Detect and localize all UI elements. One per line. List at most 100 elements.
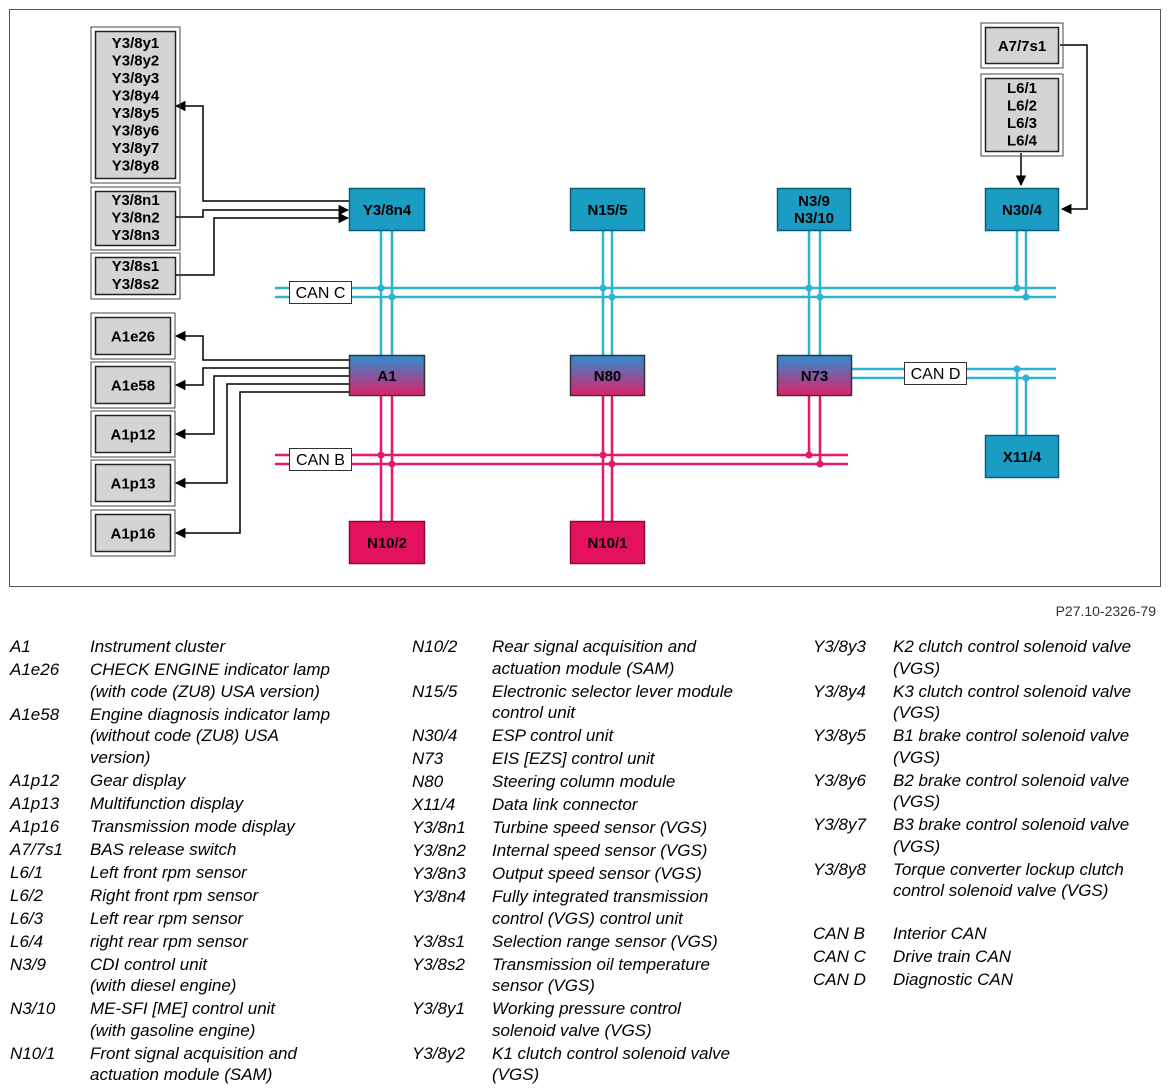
- n101-node: N10/1: [569, 520, 646, 565]
- legend-code: Y3/8n2: [412, 841, 466, 860]
- legend-description: Steering column module: [492, 772, 676, 791]
- legend-code: N10/1: [10, 1043, 56, 1063]
- legend-description: Right front rpm sensor: [90, 885, 259, 905]
- y38y-label: Y3/8y4: [112, 88, 160, 105]
- legend-code: N3/10: [10, 999, 56, 1018]
- n39-label: N3/9: [798, 193, 830, 210]
- legend-code: N15/5: [412, 681, 458, 701]
- a1p16-box: A1p16: [90, 509, 176, 557]
- legend-description: BAS release switch: [90, 839, 237, 859]
- can-c-label: CAN C: [296, 285, 346, 302]
- legend-code: CAN D: [813, 970, 866, 989]
- legend-row: N10/1 Front signal acquisition and actuat…: [10, 1043, 395, 1086]
- a1p16-label: A1p16: [110, 526, 155, 543]
- legend-code: A1e58: [10, 704, 60, 724]
- legend-row: A1p16 Transmission mode display: [10, 816, 395, 838]
- legend-code: Y3/8y4: [813, 681, 866, 701]
- legend-code: Y3/8n4: [412, 887, 466, 906]
- legend-description: Instrument cluster: [90, 637, 226, 656]
- n310-label: N3/10: [794, 210, 834, 227]
- y38y-label: Y3/8y2: [112, 53, 160, 70]
- legend-code: Y3/8n3: [412, 864, 466, 883]
- legend-code: Y3/8y3: [813, 637, 866, 656]
- legend-description: Torque converter lockup clutch control s…: [893, 859, 1124, 901]
- y38n-label: Y3/8n3: [111, 227, 159, 244]
- legend-code: A1p16: [10, 816, 60, 836]
- n155-label: N15/5: [587, 202, 627, 219]
- legend-description: EIS [EZS] control unit: [492, 749, 655, 768]
- legend-description: Turbine speed sensor (VGS): [492, 818, 708, 837]
- n80-node: N80: [569, 354, 646, 397]
- legend-code: A1p13: [10, 793, 60, 813]
- can-d-label: CAN D: [911, 366, 961, 383]
- signal-wires: [174, 44, 1088, 539]
- legend-row: N3/9 CDI control unit (with diesel engine…: [10, 954, 395, 997]
- n39-node: N3/9 N3/10: [776, 187, 852, 232]
- a1e26-box: A1e26: [90, 312, 176, 360]
- legend-row: Y3/8n2 Internal speed sensor (VGS): [412, 840, 802, 862]
- y38y-label: Y3/8y3: [112, 70, 160, 87]
- legend-row: Y3/8y3 K2 clutch control solenoid valve (…: [813, 636, 1163, 679]
- l6-label: L6/1: [1007, 80, 1037, 97]
- legend-column-3: Y3/8y3 K2 clutch control solenoid valve (…: [813, 636, 1163, 992]
- y38y-box: Y3/8y1 Y3/8y2 Y3/8y3 Y3/8y4 Y3/8y5 Y3/8y…: [90, 26, 181, 184]
- legend-valves: Y3/8y3 K2 clutch control solenoid valve (…: [813, 636, 1163, 902]
- legend-code: Y3/8y7: [813, 815, 866, 834]
- legend-code: Y3/8s1: [412, 931, 465, 951]
- l6-label: L6/3: [1007, 115, 1037, 132]
- legend-description: K1 clutch control solenoid valve (VGS): [492, 1043, 731, 1085]
- legend-description: Left front rpm sensor: [90, 862, 247, 882]
- y38y-label: Y3/8y7: [112, 140, 160, 157]
- l6-box: L6/1 L6/2 L6/3 L6/4: [980, 73, 1064, 157]
- a77s1-label: A7/7s1: [998, 38, 1046, 55]
- legend-code: N30/4: [412, 726, 458, 745]
- legend-description: Front signal acquisition and actuation m…: [90, 1043, 297, 1085]
- legend-row: L6/1 Left front rpm sensor: [10, 862, 395, 884]
- y38y-label: Y3/8y1: [112, 35, 160, 52]
- legend-description: Internal speed sensor (VGS): [492, 841, 708, 860]
- legend-description: CDI control unit (with diesel engine): [90, 954, 237, 996]
- can-b-bus: [275, 396, 848, 521]
- y38n4-label: Y3/8n4: [363, 202, 412, 219]
- legend-code: L6/3: [10, 908, 44, 928]
- legend-code: Y3/8n1: [412, 818, 466, 837]
- legend-code: CAN B: [813, 924, 865, 943]
- legend-description: Fully integrated transmission control (V…: [492, 887, 709, 928]
- can-b-label: CAN B: [296, 452, 345, 469]
- legend-row: Y3/8n3 Output speed sensor (VGS): [412, 863, 802, 885]
- legend-description: right rear rpm sensor: [90, 931, 248, 951]
- legend-code: N80: [412, 772, 444, 791]
- legend-code: Y3/8s2: [412, 954, 465, 974]
- legend-description: Transmission mode display: [90, 816, 295, 836]
- legend-description: Data link connector: [492, 795, 638, 814]
- legend-code: L6/1: [10, 862, 44, 882]
- legend-description: K2 clutch control solenoid valve (VGS): [893, 637, 1132, 678]
- legend-row: Y3/8n1 Turbine speed sensor (VGS): [412, 817, 802, 839]
- legend-description: Output speed sensor (VGS): [492, 864, 702, 883]
- a1p13-label: A1p13: [110, 476, 155, 493]
- legend-code: N3/9: [10, 954, 46, 974]
- y38n4-node: Y3/8n4: [348, 187, 426, 232]
- n304-node: N30/4: [984, 187, 1060, 232]
- a1e58-box: A1e58: [90, 361, 176, 409]
- x114-label: X11/4: [1003, 449, 1042, 466]
- y38n-box: Y3/8n1 Y3/8n2 Y3/8n3: [90, 186, 181, 251]
- can-network-diagram: Y3/8y1 Y3/8y2 Y3/8y3 Y3/8y4 Y3/8y5 Y3/8y…: [9, 9, 1161, 587]
- a1e26-label: A1e26: [111, 329, 155, 346]
